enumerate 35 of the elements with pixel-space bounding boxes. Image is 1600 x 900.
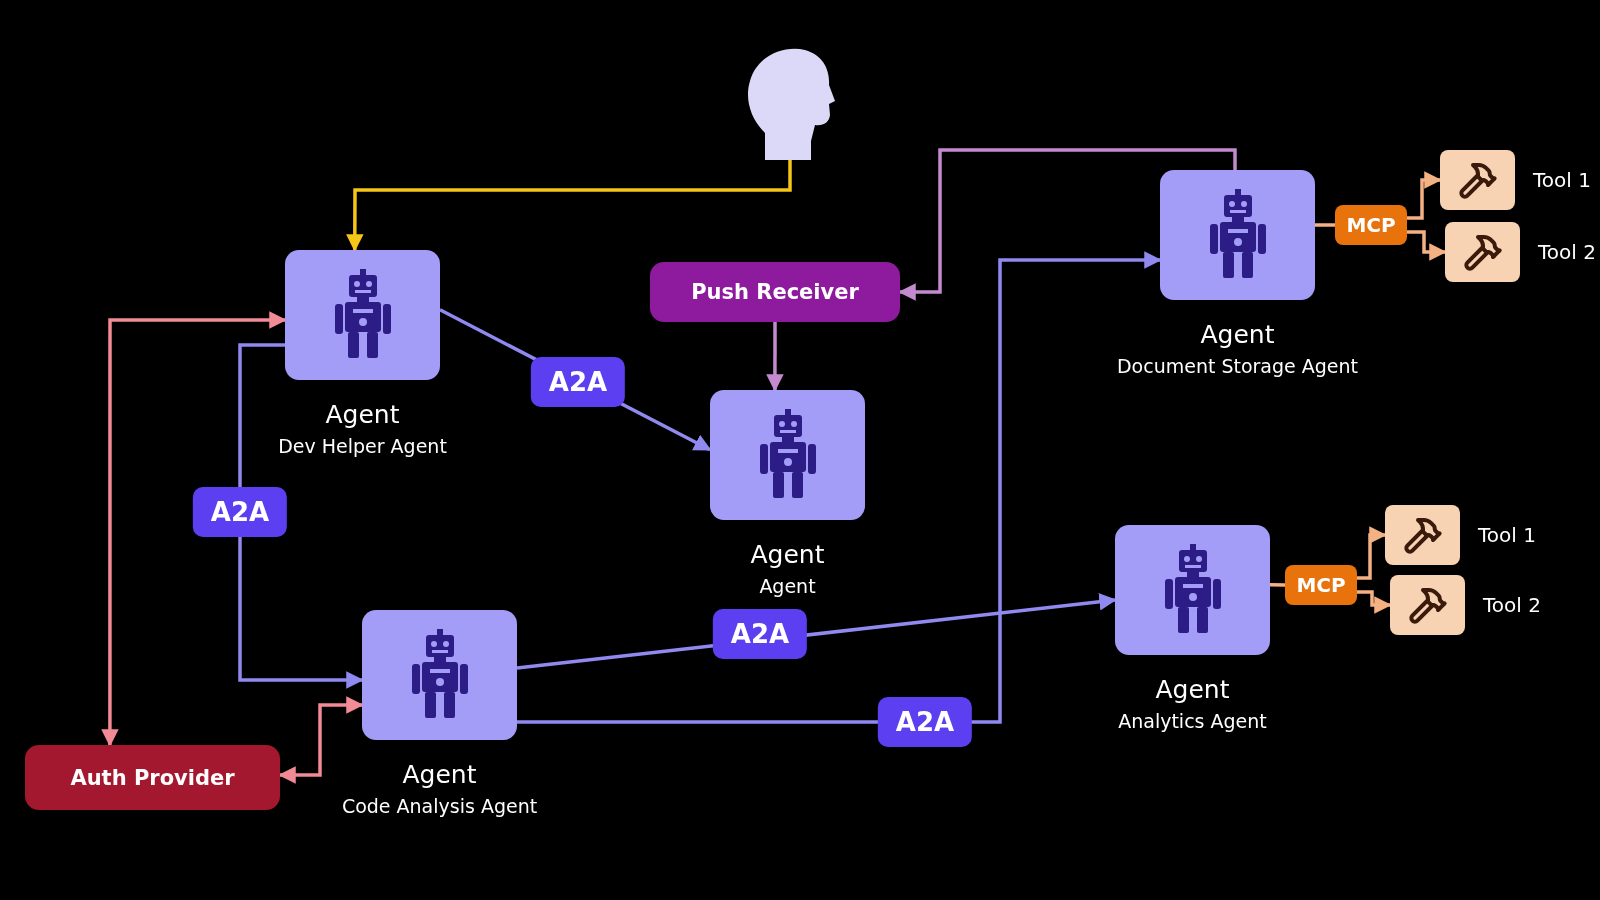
arrow [1407,171,1442,220]
arrow [517,251,1162,724]
arrow [346,160,792,252]
agent-title: Agent [325,400,400,429]
arrow [278,696,364,784]
edge-label: A2A [877,697,973,747]
arrow [1357,590,1392,614]
agent-name: Dev Helper Agent [278,435,447,457]
tool-label: Tool 1 [1478,523,1536,547]
arrow [238,343,364,689]
tool-label: Tool 1 [1533,168,1591,192]
tool-label: Tool 2 [1483,593,1541,617]
arrow [101,311,287,747]
agent-title: Agent [402,760,477,789]
agent-title: Agent [1155,675,1230,704]
agent-name: Code Analysis Agent [341,795,538,817]
arrow [766,322,784,392]
agent-name: Document Storage Agent [1116,355,1359,377]
connector-line [1269,583,1286,587]
connector-line [1315,223,1335,227]
arrow [1357,526,1387,580]
agent-title: Agent [750,540,825,569]
edge-label: A2A [192,487,288,537]
push-receiver-box: Push Receiver [650,262,900,322]
auth-provider-box: Auth Provider [25,745,280,810]
edge-label: A2A [712,609,808,659]
arrow [1407,230,1447,261]
agent-name: Analytics Agent [1118,710,1267,732]
arrow [898,148,1237,301]
edge-label: A2A [530,357,626,407]
tool-label: Tool 2 [1538,240,1596,264]
mcp-box: MCP [1335,205,1407,245]
mcp-box: MCP [1285,565,1357,605]
agent-name: Agent [759,575,816,597]
agent-title: Agent [1200,320,1275,349]
